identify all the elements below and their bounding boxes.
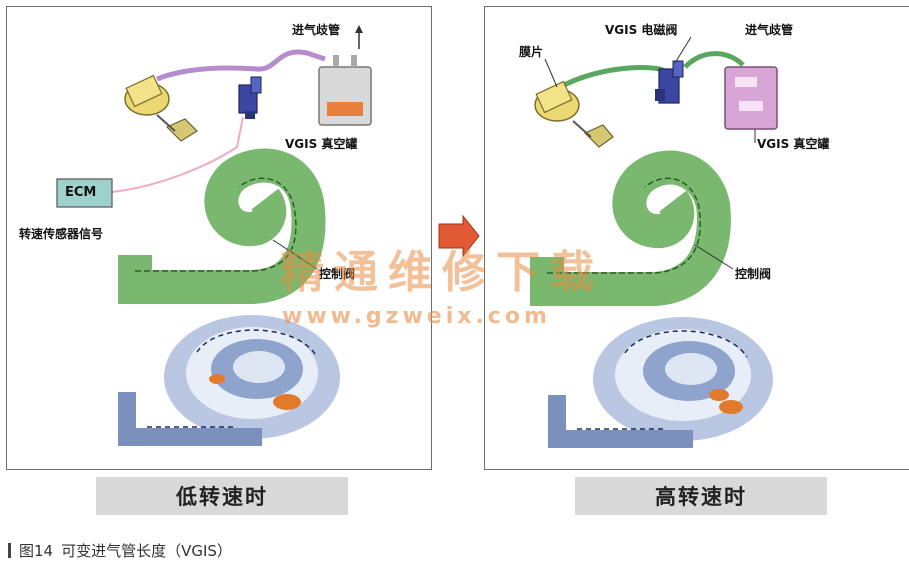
vacuum-tank [318,55,372,126]
figure-caption: 可变进气管长度（VGIS） [61,542,232,560]
vacuum-hose [156,49,326,82]
title-bar-decoration [8,543,11,558]
intake-spiral-manifold [118,148,326,304]
diaphragm-actuator [124,74,170,116]
diaphragm-actuator [534,80,580,122]
sensor-signal-label: 转速传感器信号 [19,227,104,241]
vacuum-tank [724,66,778,130]
figure-title: 图14 可变进气管长度（VGIS） [8,540,232,561]
diaphragm-label: 膜片 [519,45,544,59]
airflow-3d-spiral [118,315,340,446]
signal-wire [111,116,244,193]
airflow-3d-spiral [548,317,773,448]
watermark-text: 精通维修下载 [280,247,604,298]
transition-arrow-icon [438,214,480,258]
control-valve-label: 控制阀 [735,267,772,281]
control-valve-label: 控制阀 [319,267,356,281]
intake-manifold-label: 进气歧管 [292,23,341,37]
high-speed-panel: VGIS 电磁阀 进气歧管 膜片 VGIS 真空罐 控制阀 [484,6,909,470]
ecm-label: ECM [65,185,97,200]
vgis-solenoid-valve [238,76,262,119]
vgis-solenoid-valve [655,60,684,104]
vacuum-tank-label: VGIS 真空罐 [285,137,358,151]
linkage-lever [165,118,198,142]
intake-spiral-manifold [530,150,731,306]
low-speed-caption: 低转速时 [96,477,348,515]
high-speed-diagram [530,36,778,448]
intake-manifold-label: 进气歧管 [745,23,794,37]
solenoid-label: VGIS 电磁阀 [605,23,678,37]
watermark-url: www.gzweix.com [282,304,551,329]
vacuum-hose [558,65,676,90]
figure-number: 图14 [19,542,54,560]
low-speed-panel: 进气歧管 VGIS 真空罐 ECM 转速传感器信号 控制阀 [6,6,432,470]
ecm-box [56,178,113,208]
vacuum-tank-label: VGIS 真空罐 [757,137,830,151]
low-speed-diagram [56,25,372,446]
high-speed-caption: 高转速时 [575,477,827,515]
linkage-lever [583,124,614,148]
